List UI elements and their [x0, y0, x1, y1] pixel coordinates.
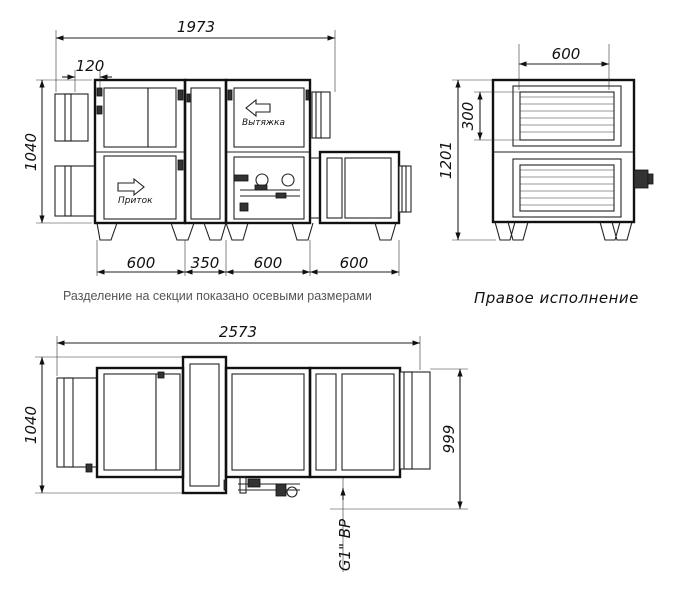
variant-caption: Правое исполнение: [474, 289, 639, 307]
supply-arrow-icon: [117, 177, 145, 197]
section-width-4: 600: [340, 254, 369, 272]
front-height-dim: 1040: [22, 133, 40, 171]
front-right-ducts: [311, 91, 412, 213]
pipe-connection-label: G1" ВР: [336, 518, 354, 571]
section-split-note: Разделение на секции показано осевыми ра…: [63, 289, 372, 303]
section-width-3: 600: [254, 254, 283, 272]
section-width-2: 350: [191, 254, 220, 272]
front-total-width-dim: 1973: [177, 18, 215, 36]
top-pipework: [238, 476, 300, 498]
front-left-ducts: [54, 93, 96, 217]
front-duct-offset-dim: 120: [76, 57, 105, 75]
top-total-width-dim: 2573: [219, 323, 257, 341]
top-view: 2573 1040 999 G1" ВР: [22, 323, 468, 572]
side-lower-grille: [519, 164, 615, 212]
front-view: Вытяжка Приток 1973 120 1040 600 350 600…: [22, 18, 412, 276]
exhaust-label: Вытяжка: [242, 118, 285, 128]
exhaust-arrow-icon: [245, 98, 271, 118]
front-main-body: [93, 78, 401, 225]
front-hardware: [96, 87, 310, 212]
side-width-dim: 600: [552, 45, 581, 63]
side-duct-height-dim: 300: [459, 102, 477, 131]
section-width-1: 600: [127, 254, 156, 272]
side-view: 600 300 1201: [437, 44, 654, 241]
top-depth-dim: 1040: [22, 406, 40, 444]
front-feet: [96, 222, 397, 241]
supply-label: Приток: [118, 196, 153, 206]
side-height-dim: 1201: [437, 141, 455, 179]
top-body-depth-dim: 999: [440, 425, 458, 454]
side-upper-grille: [519, 91, 615, 141]
